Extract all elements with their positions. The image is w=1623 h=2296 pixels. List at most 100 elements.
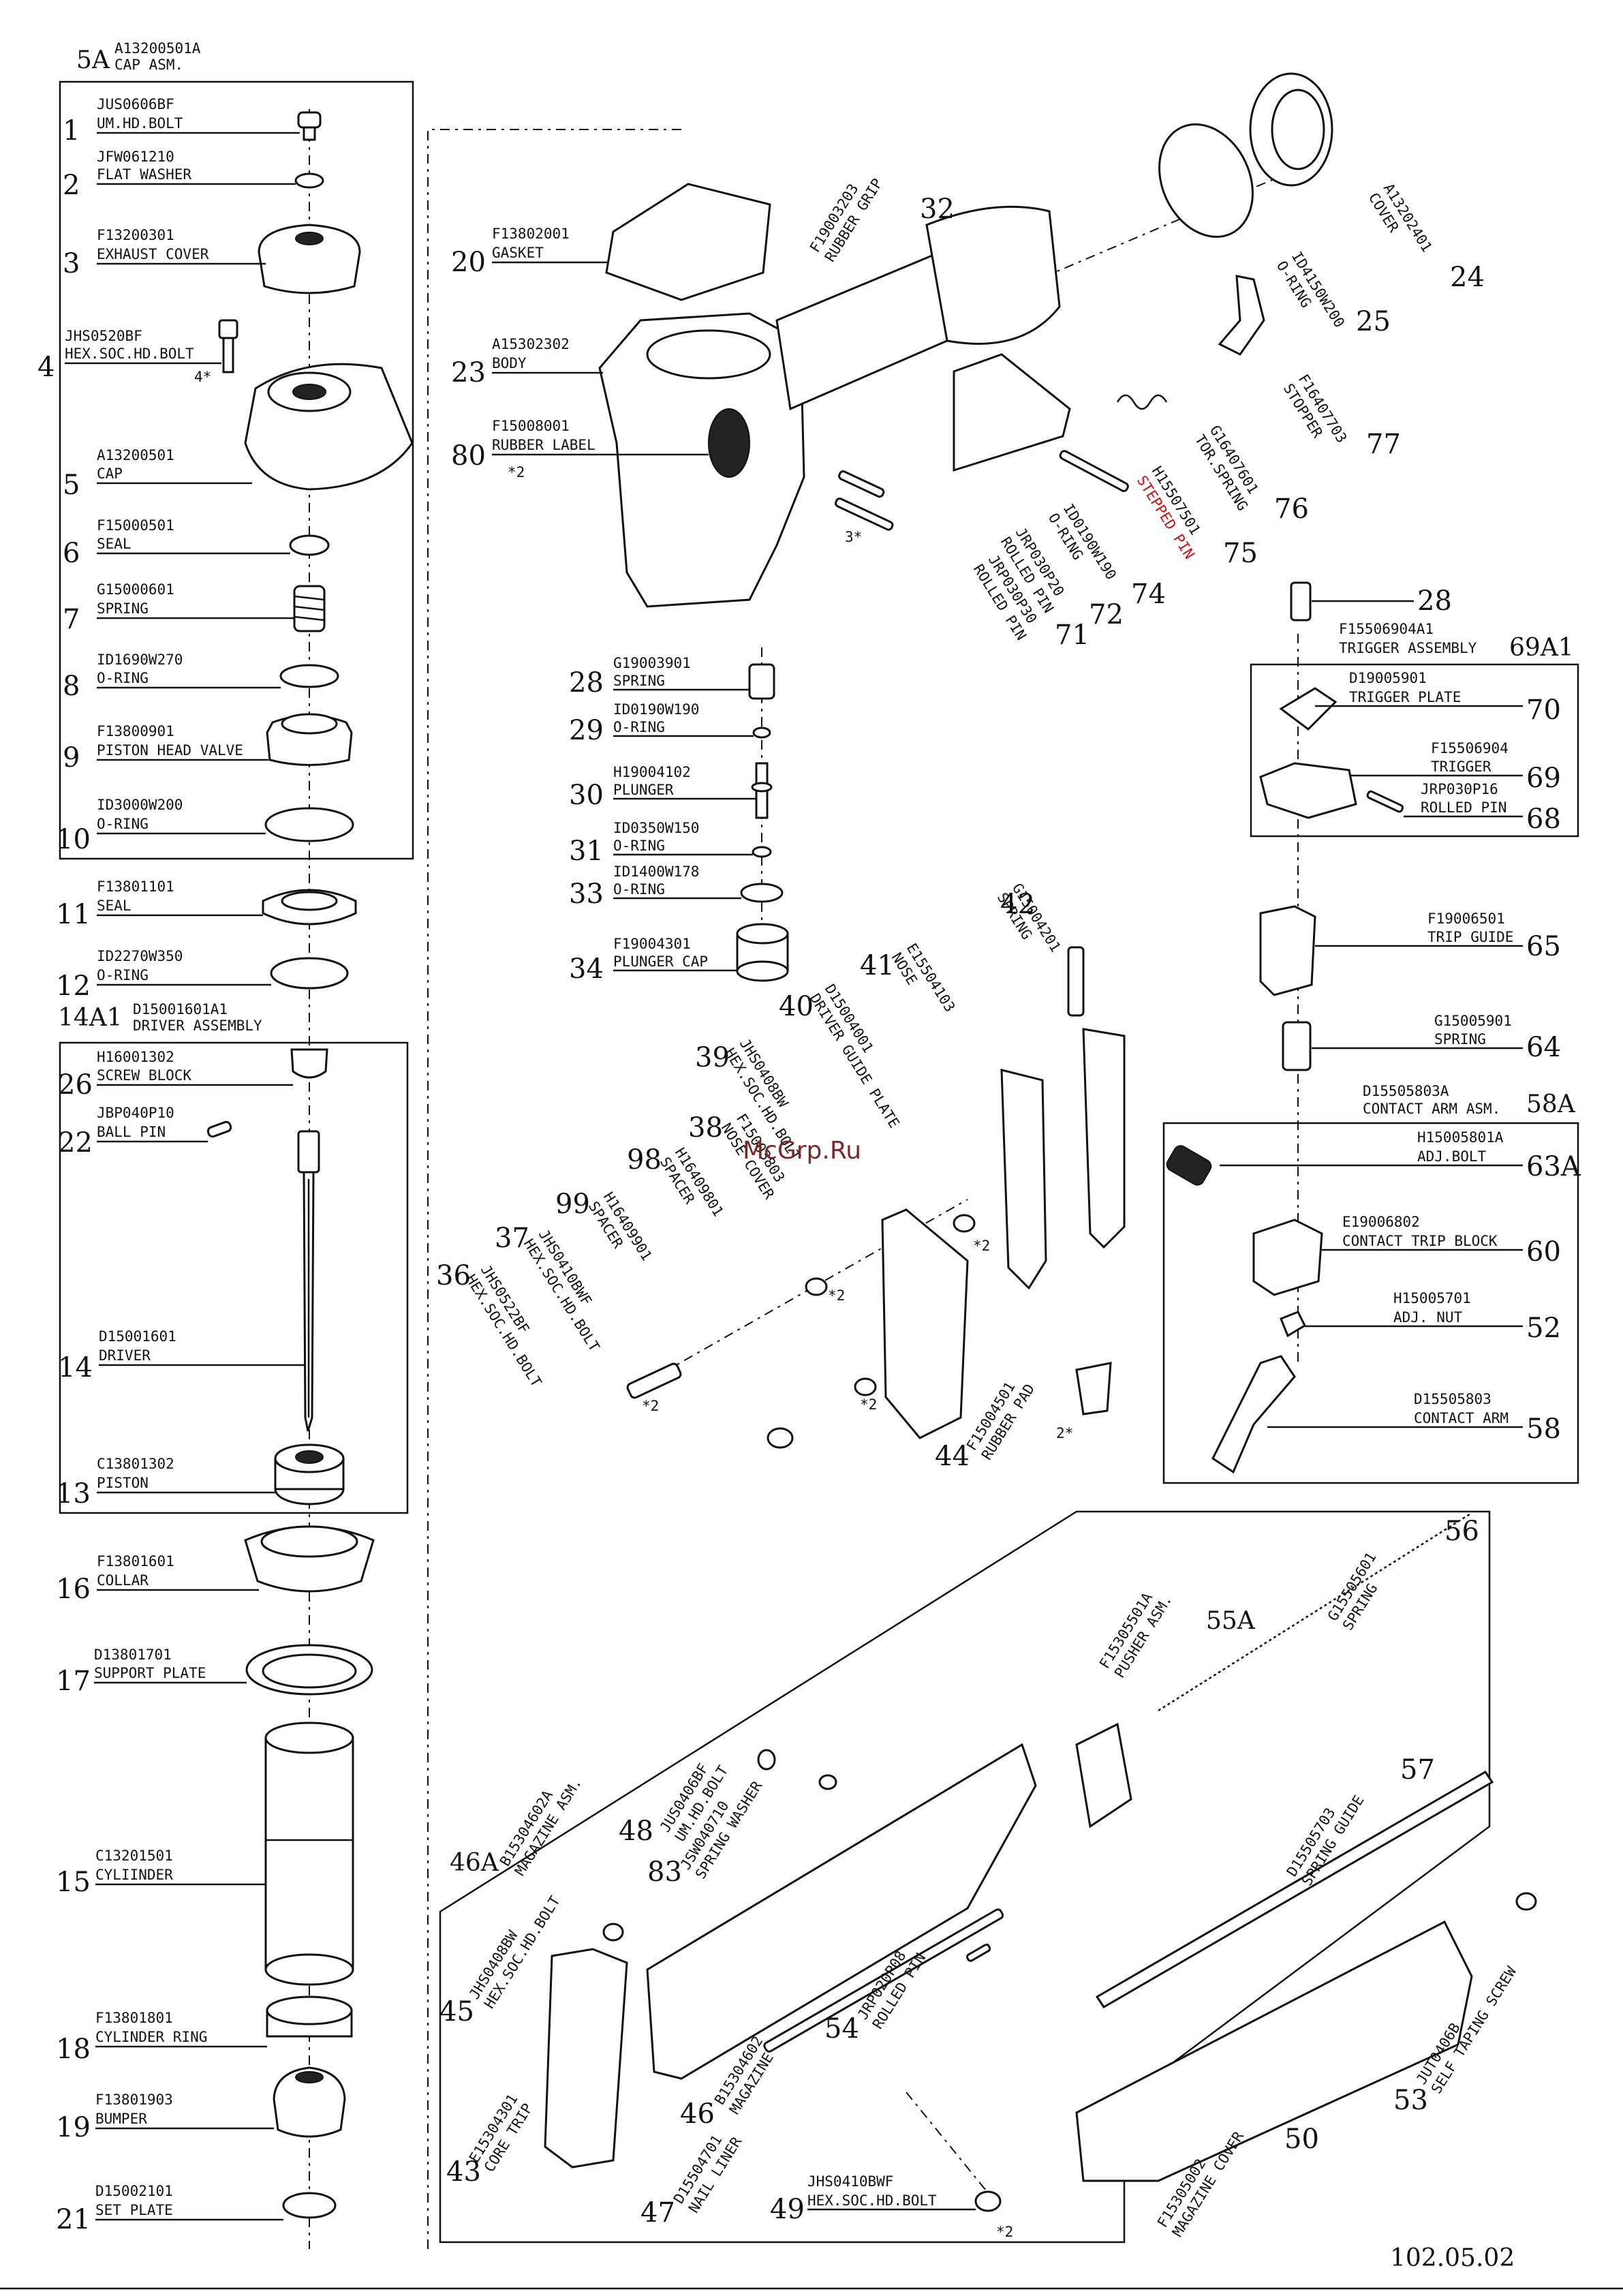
cover-24 [1249, 72, 1333, 187]
o-ring-12 [270, 957, 349, 990]
label-part-80: 80 F15008001 RUBBER LABEL *2 [451, 418, 709, 480]
svg-text:TRIP GUIDE: TRIP GUIDE [1427, 929, 1513, 945]
svg-text:76: 76 [1274, 493, 1309, 525]
svg-text:DRIVER: DRIVER [99, 1347, 151, 1364]
svg-text:COLLAR: COLLAR [97, 1572, 149, 1589]
adj-bolt-63a [1166, 1145, 1212, 1186]
qty-2-b: *2 [828, 1287, 845, 1304]
label-part-29: 29 ID0190W190 O-RING [569, 701, 754, 746]
svg-text:48: 48 [619, 1816, 653, 1847]
svg-text:C13801302: C13801302 [97, 1456, 174, 1472]
svg-text:SPRING: SPRING [1434, 1031, 1486, 1047]
contact-arm-asm-code: D15505803A [1363, 1083, 1449, 1099]
label-part-54: 54 JRP020P08 ROLLED PIN [824, 1948, 929, 2045]
svg-text:F19004301: F19004301 [613, 936, 691, 952]
svg-text:CAP: CAP [97, 465, 123, 482]
svg-text:36: 36 [436, 1260, 471, 1291]
svg-text:ID3000W200: ID3000W200 [97, 797, 183, 813]
label-part-32: 32 F19003203 RUBBER GRIP [807, 176, 955, 265]
trigger-assembly-frame [1250, 663, 1579, 838]
svg-text:46: 46 [680, 2098, 715, 2130]
svg-text:G15005901: G15005901 [1434, 1013, 1512, 1029]
label-part-68: 68 JRP030P16 ROLLED PIN [1404, 781, 1561, 835]
svg-text:99: 99 [555, 1189, 590, 1220]
svg-text:TRIGGER: TRIGGER [1431, 759, 1491, 775]
label-part-44: 44 F15004501 RUBBER PAD 2* [935, 1379, 1073, 1472]
hex-soc-bolt-45 [602, 1923, 624, 1942]
label-part-8: 8 ID1690W270 O-RING [63, 652, 281, 702]
watermark: McGrp.Ru [743, 1137, 861, 1165]
spring-washer-83 [818, 1774, 837, 1790]
collar-16 [244, 1525, 375, 1593]
svg-text:16: 16 [56, 1574, 91, 1605]
svg-text:O-RING: O-RING [97, 670, 149, 686]
cap-asm-name: CAP ASM. [114, 57, 183, 73]
label-part-34: 34 F19004301 PLUNGER CAP [569, 936, 737, 985]
bottom-bolt-line [906, 2092, 995, 2202]
label-part-77: 77 F16407703 STOPPER [1280, 371, 1401, 460]
svg-text:F13801903: F13801903 [95, 2092, 173, 2108]
label-part-56: 56 G15505601 SPRING [1325, 1516, 1479, 1633]
svg-text:CONTACT ARM: CONTACT ARM [1414, 1410, 1509, 1426]
svg-text:G15000601: G15000601 [97, 581, 174, 598]
o-ring-29 [752, 726, 771, 739]
contact-trip-block-60 [1252, 1219, 1323, 1296]
flat-washer-2 [294, 172, 324, 189]
spacer-99 [854, 1377, 877, 1396]
o-ring-25 [1158, 123, 1254, 239]
svg-text:F13200301: F13200301 [97, 227, 174, 243]
seal-11 [262, 889, 357, 925]
svg-text:5: 5 [63, 470, 80, 501]
svg-text:65: 65 [1526, 931, 1561, 962]
label-part-41: 41 E15504103 NOSE [860, 940, 958, 1015]
svg-text:JRP030P16: JRP030P16 [1421, 781, 1498, 797]
svg-text:26: 26 [58, 1069, 93, 1101]
label-part-9: 9 F13800901 PISTON HEAD VALVE [63, 723, 268, 774]
spring-42 [1067, 946, 1085, 1017]
svg-text:BALL PIN: BALL PIN [97, 1124, 166, 1140]
driver-asm-code: D15001601A1 [133, 1001, 228, 1017]
svg-text:D19005901: D19005901 [1349, 670, 1427, 686]
spring-28b [1290, 581, 1312, 622]
cylinder-15 [264, 1721, 354, 1986]
svg-text:F13800901: F13800901 [97, 723, 174, 739]
qty-2-c: *2 [860, 1396, 877, 1413]
svg-text:D15001601: D15001601 [99, 1328, 176, 1345]
svg-text:CYLINDER RING: CYLINDER RING [95, 2029, 207, 2045]
svg-text:HEX.SOC.HD.BOLT: HEX.SOC.HD.BOLT [807, 2192, 937, 2209]
svg-text:75: 75 [1223, 538, 1258, 569]
svg-text:ADJ. NUT: ADJ. NUT [1393, 1309, 1463, 1326]
svg-text:SEAL: SEAL [97, 898, 132, 914]
cylinder-ring-18 [266, 1995, 353, 2038]
stopper-77 [1218, 275, 1265, 356]
trigger-asm-number: 69A1 [1509, 634, 1574, 662]
svg-text:24: 24 [1450, 262, 1485, 293]
label-part-70: 70 D19005901 TRIGGER PLATE [1315, 670, 1561, 726]
svg-text:ADJ.BOLT: ADJ.BOLT [1417, 1148, 1487, 1165]
svg-text:23: 23 [451, 357, 486, 388]
svg-text:O-RING: O-RING [97, 816, 149, 832]
svg-text:42: 42 [1000, 889, 1035, 920]
svg-text:H15005701: H15005701 [1393, 1290, 1471, 1306]
svg-text:CYLIINDER: CYLIINDER [95, 1867, 173, 1883]
label-part-1: 1 JUS0606BF UM.HD.BOLT [63, 96, 300, 147]
label-part-21: 21 D15002101 SET PLATE [56, 2183, 283, 2235]
svg-text:ID2270W350: ID2270W350 [97, 948, 183, 964]
svg-text:O-RING: O-RING [613, 719, 665, 735]
svg-text:SCREW BLOCK: SCREW BLOCK [97, 1067, 191, 1084]
svg-text:ID0350W150: ID0350W150 [613, 820, 699, 836]
svg-text:F13801601: F13801601 [97, 1553, 174, 1570]
o-ring-10 [264, 807, 354, 842]
label-part-26: 26 H16001302 SCREW BLOCK [58, 1049, 293, 1101]
svg-text:A13200501: A13200501 [97, 447, 174, 463]
trigger-asm-name: TRIGGER ASSEMBLY [1339, 640, 1477, 656]
svg-text:A15302302: A15302302 [492, 336, 570, 352]
nose-cover-38 [881, 1208, 969, 1439]
label-part-58: 58 D15505803 CONTACT ARM [1267, 1391, 1561, 1445]
cap-5 [244, 363, 414, 491]
set-plate-21 [282, 2192, 337, 2219]
svg-text:34: 34 [569, 953, 604, 985]
svg-text:40: 40 [779, 991, 814, 1022]
svg-text:2*: 2* [1056, 1425, 1073, 1441]
body-group-frame [427, 129, 681, 2249]
